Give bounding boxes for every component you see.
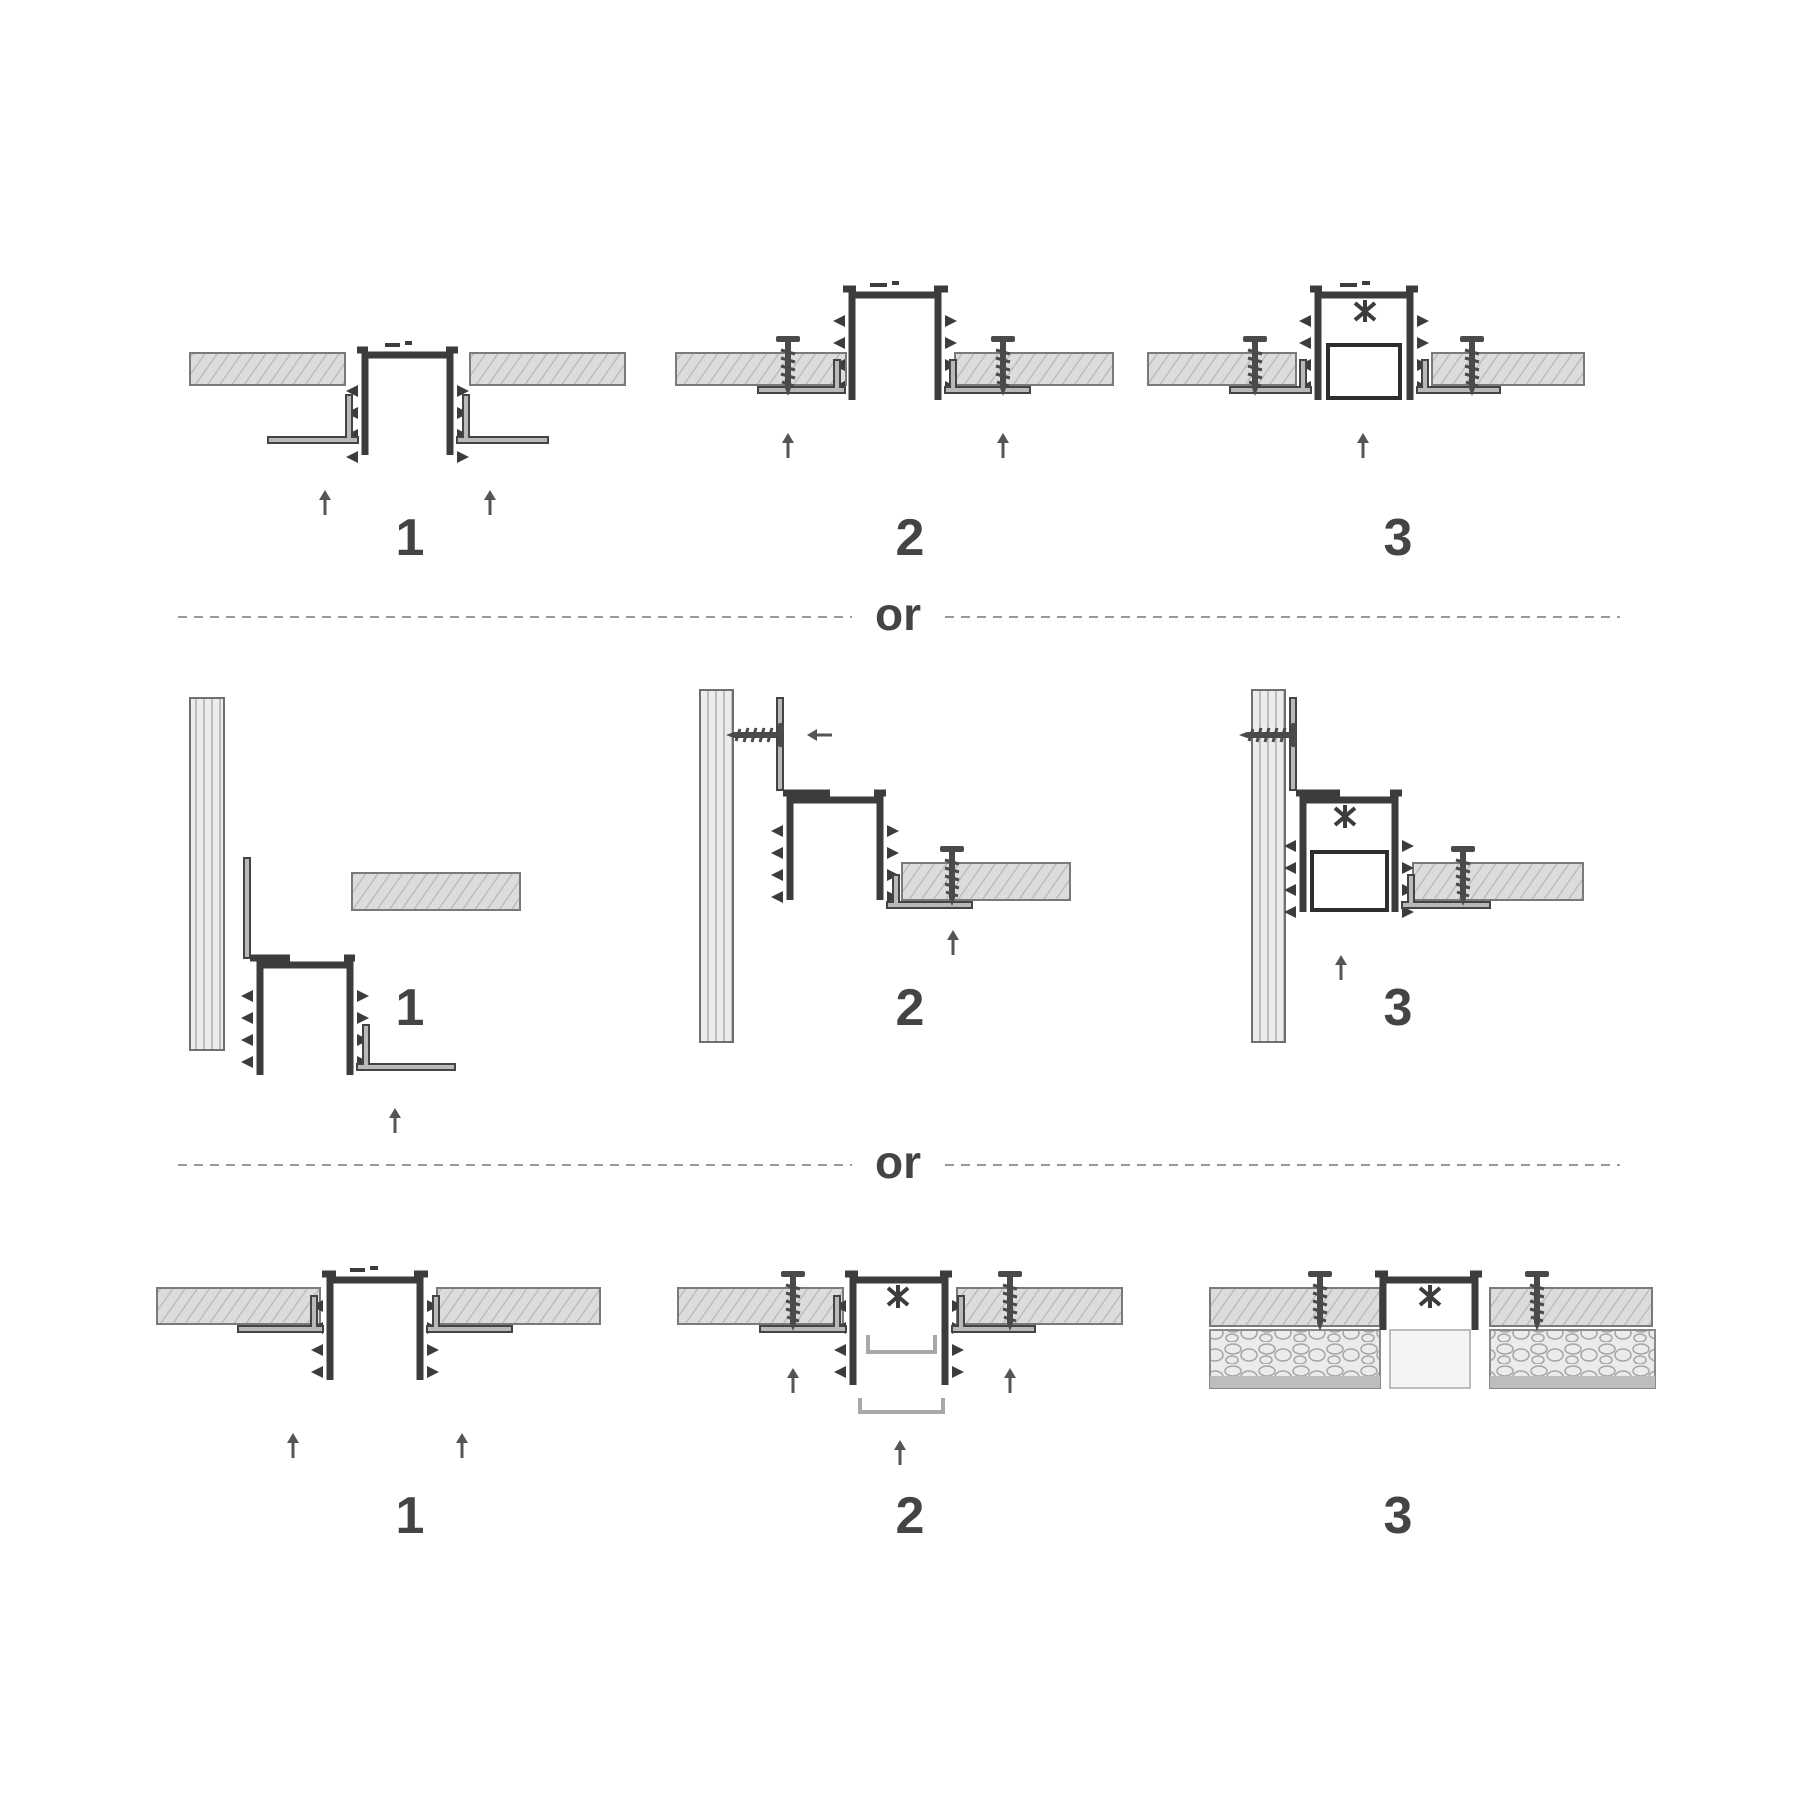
separator: or (178, 1136, 1620, 1188)
ceiling-board-right (469, 352, 626, 386)
flange-left (759, 1295, 847, 1333)
screw-icon (726, 723, 784, 747)
separator-or-label: or (875, 588, 921, 640)
wall-flange (243, 857, 251, 959)
ceiling-board (901, 862, 1071, 901)
aluminium-profile (1299, 796, 1399, 912)
row2-step3-illustration (1239, 689, 1584, 1043)
row3-step2-illustration (677, 1269, 1123, 1465)
flange-right (456, 394, 549, 444)
led-strip-icon (1353, 300, 1377, 322)
flange-right (356, 1024, 456, 1071)
diffuser-cover (1310, 850, 1389, 912)
aluminium-profile (786, 796, 884, 900)
push-up-arrow (287, 1433, 468, 1458)
row3-step3-illustration (1209, 1269, 1656, 1389)
row1-step1-illustration (189, 341, 626, 515)
ceiling-board-right (954, 352, 1114, 386)
wall-board (189, 697, 225, 1051)
aluminium-profile (849, 1276, 949, 1385)
aluminium-profile (256, 961, 354, 1075)
ceiling-board-left (189, 352, 346, 386)
ceiling-board (351, 872, 521, 911)
step-number: 3 (1384, 509, 1413, 567)
push-up-arrow (947, 930, 959, 955)
push-up-arrow (1335, 955, 1347, 980)
step-number: 1 (396, 1487, 425, 1545)
aluminium-profile (1314, 291, 1414, 400)
row-double-layer-mount: 1 2 3 (156, 1266, 1656, 1545)
step-number: 2 (896, 979, 925, 1037)
flange-left (267, 394, 359, 444)
push-up-arrow (782, 433, 1009, 458)
flange-right (886, 874, 973, 909)
row3-step1-illustration (156, 1266, 601, 1458)
row1-step2-illustration (675, 281, 1114, 458)
diffuser-ghost-inner (866, 1335, 937, 1354)
row-ceiling-mount: 1 2 3 (189, 281, 1585, 567)
wall-board (1251, 689, 1286, 1043)
push-up-arrow (1357, 433, 1369, 458)
push-left-arrow (807, 729, 832, 741)
separator-or-label: or (875, 1136, 921, 1188)
push-up-arrow (389, 1108, 401, 1133)
ceiling-board-right (1431, 352, 1585, 386)
step-number: 3 (1384, 1487, 1413, 1545)
diffuser-cover (1326, 343, 1402, 400)
flange-left (757, 359, 846, 394)
upper-board-right (1489, 1287, 1653, 1327)
row2-step1-illustration (189, 697, 521, 1133)
aluminium-profile (326, 1276, 424, 1380)
ceiling-board-left (677, 1287, 844, 1325)
step-number: 1 (396, 509, 425, 567)
push-up-arrow (319, 490, 496, 515)
row1-step3-illustration (1147, 281, 1585, 458)
push-up-arrow (787, 1368, 1016, 1465)
led-strip-icon (1333, 805, 1357, 828)
diffuser-ghost-outer (858, 1398, 945, 1414)
ceiling-board-left (675, 352, 847, 386)
diffuser-cover (1389, 1329, 1471, 1389)
aluminium-profile (848, 291, 942, 400)
step-number: 2 (896, 509, 925, 567)
step-number: 2 (896, 1487, 925, 1545)
flange-right (1401, 874, 1491, 909)
flange-right (426, 1295, 513, 1333)
step-number: 1 (396, 979, 425, 1037)
led-strip-icon (1418, 1285, 1442, 1308)
upper-board-left (1209, 1287, 1381, 1327)
ceiling-board-left (156, 1287, 321, 1325)
screw-icon (1239, 723, 1297, 747)
row-wall-corner-mount: 1 2 3 (189, 689, 1584, 1133)
ceiling-board-right (956, 1287, 1123, 1325)
separator: or (178, 588, 1620, 640)
ceiling-board (1412, 862, 1584, 901)
ceiling-board-left (1147, 352, 1297, 386)
wall-board (699, 689, 734, 1043)
row2-step2-illustration (699, 689, 1071, 1043)
aluminium-profile (361, 351, 454, 455)
led-strip-icon (886, 1285, 910, 1308)
aluminium-profile (1379, 1276, 1479, 1330)
flange-left (237, 1295, 324, 1333)
ceiling-board-right (436, 1287, 601, 1325)
step-number: 3 (1384, 979, 1413, 1037)
